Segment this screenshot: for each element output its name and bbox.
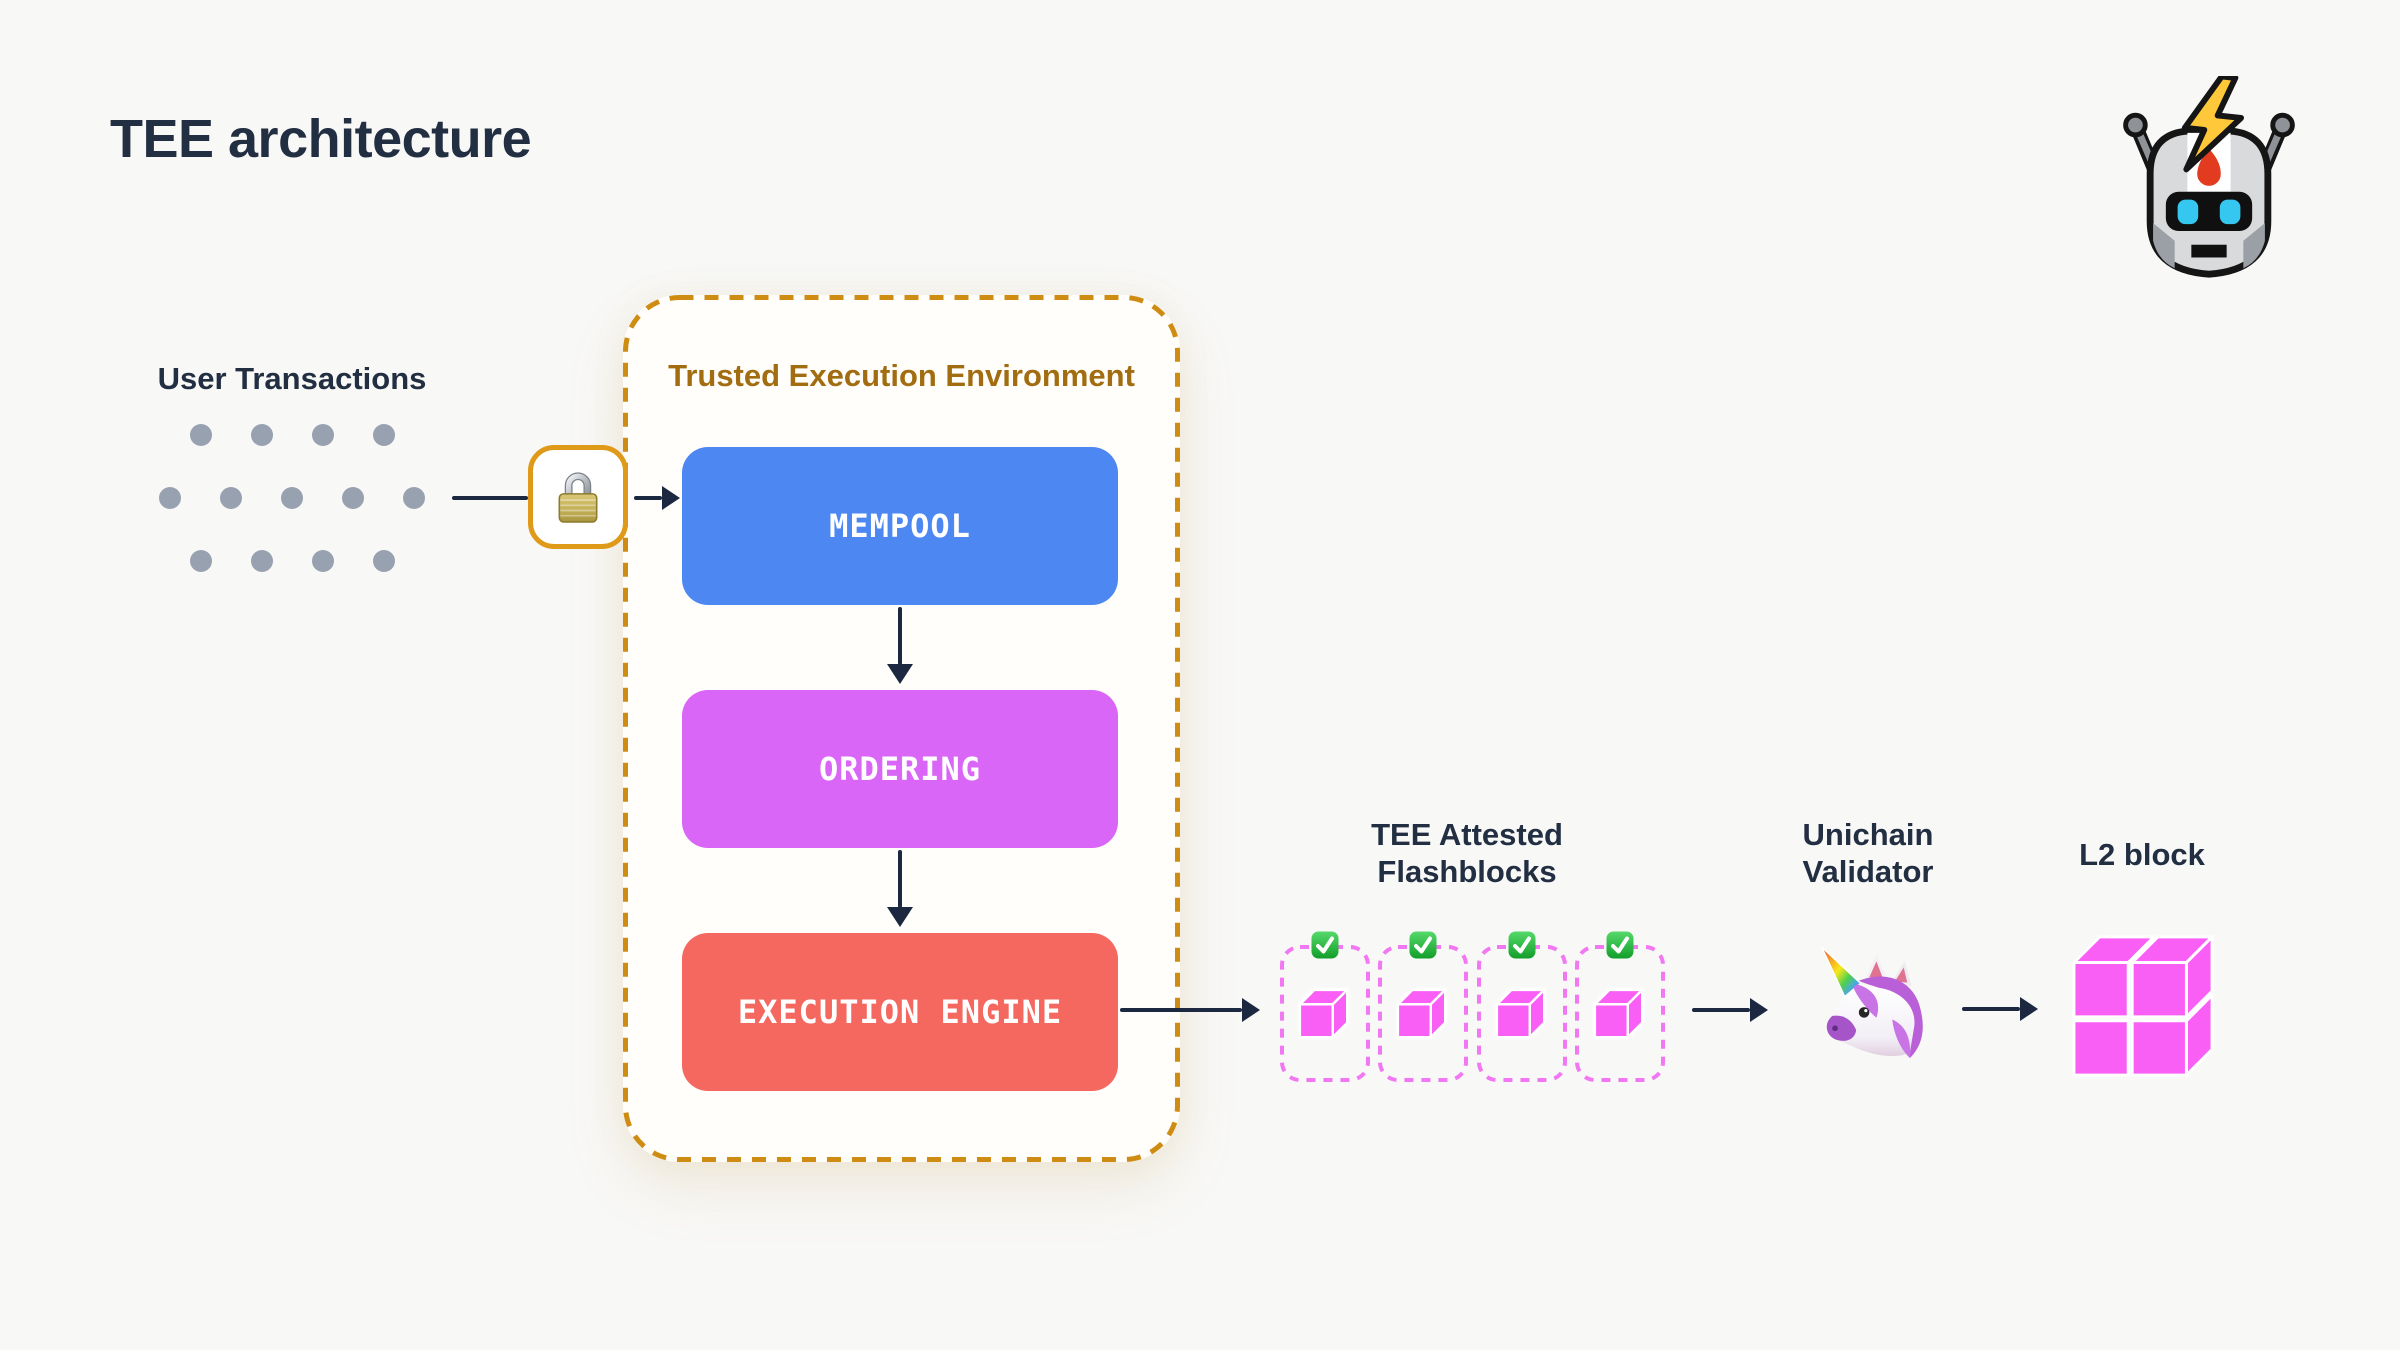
transaction-dot [189, 550, 212, 572]
stage-mempool: MEMPOOL [682, 447, 1118, 605]
arrow-flashblocks-to-validator-head [1750, 998, 1768, 1022]
check-mark-badge-icon [1409, 931, 1437, 959]
transaction-dot [250, 550, 273, 572]
validator-label-line1: Unichain [1802, 817, 1934, 852]
stage-execution-engine-label: EXECUTION ENGINE [737, 993, 1063, 1031]
dot-row [189, 550, 395, 572]
dot-row [189, 424, 395, 446]
flashblocks-label-line2: Flashblocks [1377, 854, 1557, 889]
transaction-dot [403, 487, 425, 509]
dot-row [159, 487, 425, 509]
l2-block-cubes-icon [2072, 935, 2214, 1077]
transaction-dot [342, 487, 364, 509]
arrow-execution-to-flashblocks-head [1242, 998, 1260, 1022]
transaction-dot [189, 424, 212, 446]
check-mark-badge-icon [1606, 931, 1634, 959]
flashblocks-label-line1: TEE Attested [1371, 817, 1563, 852]
page-title: TEE architecture [110, 109, 532, 169]
arrow-mempool-to-ordering-head [887, 664, 913, 684]
transaction-dot [372, 424, 395, 446]
unicorn-icon [1821, 946, 1923, 1059]
transaction-dot [372, 550, 395, 572]
pink-cube-icon [1298, 988, 1349, 1039]
validator-label-line2: Validator [1802, 854, 1934, 889]
tee-title: Trusted Execution Environment [668, 358, 1135, 393]
stage-mempool-label: MEMPOOL [829, 507, 971, 545]
arrow-ordering-to-execution-head [887, 907, 913, 927]
robot-lightning-icon [2123, 76, 2295, 278]
arrow-execution-to-flashblocks [1120, 1008, 1242, 1012]
transaction-dot [220, 487, 242, 509]
flashblocks-label: TEE Attested Flashblocks [1317, 816, 1617, 890]
flashblock [1378, 931, 1468, 1082]
arrow-flashblocks-to-validator [1692, 1008, 1750, 1012]
stage-execution-engine: EXECUTION ENGINE [682, 933, 1118, 1091]
flashblock [1477, 931, 1567, 1082]
lock-badge [528, 445, 628, 549]
arrow-ordering-to-execution [898, 850, 902, 908]
check-mark-badge-icon [1508, 931, 1536, 959]
flashblock [1575, 931, 1665, 1082]
transaction-dot [159, 487, 181, 509]
transaction-dot [250, 424, 273, 446]
check-mark-badge-icon [1311, 931, 1339, 959]
user-transactions-label: User Transactions [157, 361, 427, 396]
transaction-dot [311, 424, 334, 446]
stage-ordering-label: ORDERING [818, 750, 982, 788]
arrow-mempool-to-ordering [898, 607, 902, 665]
user-transactions-dots [120, 424, 464, 572]
transaction-dot [281, 487, 303, 509]
validator-label: Unichain Validator [1718, 816, 2018, 890]
flashblock [1280, 931, 1370, 1082]
arrow-validator-to-l2-head [2020, 997, 2038, 1021]
pink-cube-icon [1495, 988, 1546, 1039]
pink-cube-icon [1593, 988, 1644, 1039]
arrow-validator-to-l2 [1962, 1007, 2020, 1011]
stage-ordering: ORDERING [682, 690, 1118, 848]
pink-cube-icon [1396, 988, 1447, 1039]
l2-block-label: L2 block [2079, 837, 2205, 872]
arrow-dots-to-lock [452, 496, 528, 500]
transaction-dot [311, 550, 334, 572]
padlock-icon [558, 472, 598, 523]
arrow-lock-to-mempool-head [662, 486, 680, 510]
arrow-lock-to-mempool [634, 496, 662, 500]
